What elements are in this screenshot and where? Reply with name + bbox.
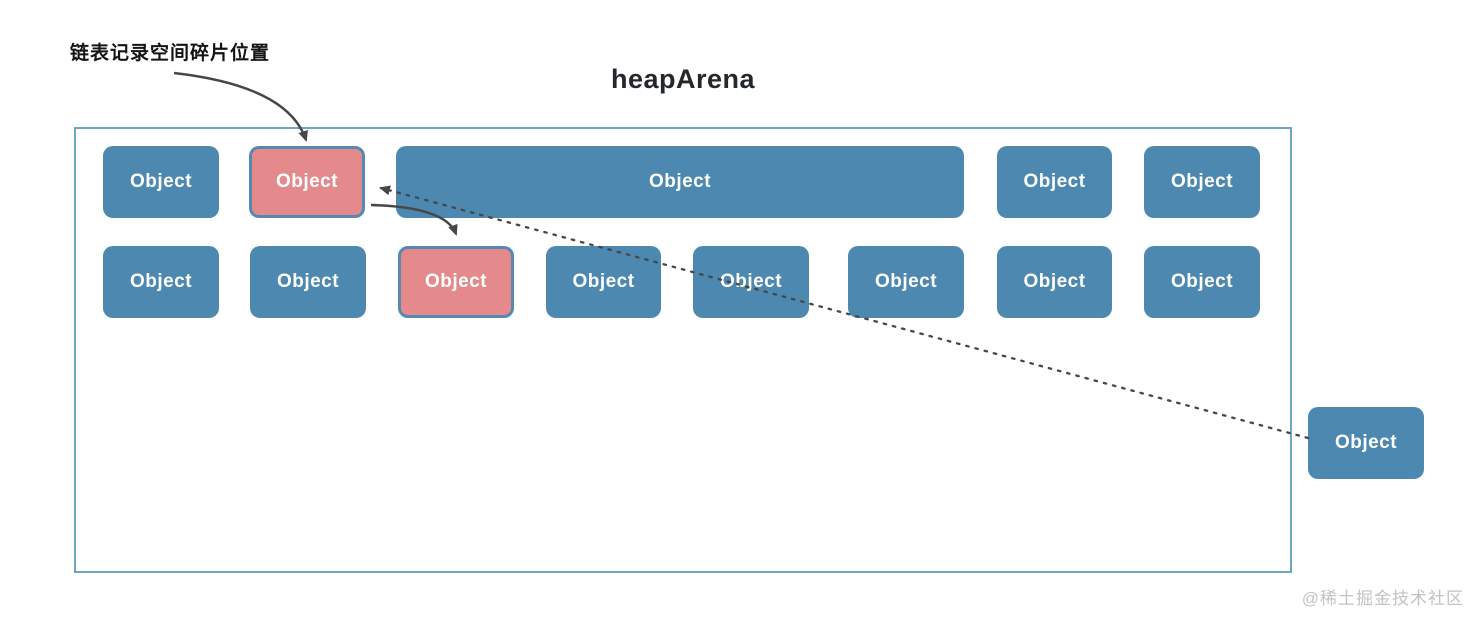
object-box-r1-4: Object [997,146,1112,218]
object-box-r2-2: Object [250,246,366,318]
object-box-r2-8: Object [1144,246,1260,318]
watermark: @稀土掘金技术社区 [1301,589,1464,608]
object-box-r2-6: Object [848,246,964,318]
object-box-r1-1: Object [103,146,219,218]
object-box-r2-5: Object [693,246,809,318]
page-title: heapArena [610,64,756,94]
object-box-r2-4: Object [546,246,661,318]
object-box-r2-7: Object [997,246,1112,318]
object-box-r2-1: Object [103,246,219,318]
object-box-r1-5: Object [1144,146,1260,218]
fragment-object-box-r1: Object [249,146,365,218]
object-box-r1-3-wide: Object [396,146,964,218]
fragment-object-box-r2: Object [398,246,514,318]
external-object-box: Object [1308,407,1424,479]
annotation-label: 链表记录空间碎片位置 [70,43,271,64]
